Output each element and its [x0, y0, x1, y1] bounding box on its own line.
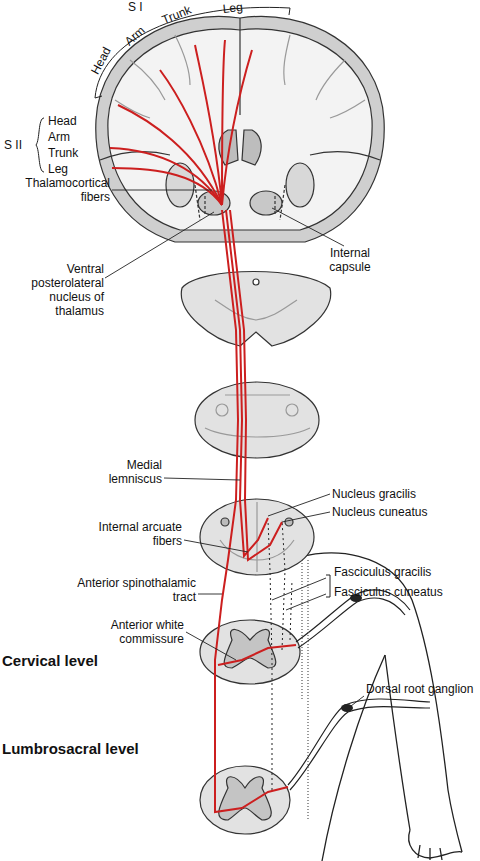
- leader-line: [198, 594, 222, 595]
- structure-label: Anterior white commissure: [56, 618, 184, 646]
- leader-line: [184, 540, 248, 552]
- brain-section: [166, 163, 194, 207]
- leader-line: [286, 594, 326, 610]
- structure-label: Dorsal root ganglion: [366, 682, 476, 696]
- leader-line: [282, 512, 330, 522]
- structure-label: S II: [4, 138, 34, 152]
- structure-label: Nucleus cuneatus: [332, 505, 472, 519]
- body-outline: [385, 655, 410, 830]
- midbrain-section: [181, 272, 330, 347]
- leader-line: [105, 212, 214, 278]
- leader-line: [112, 190, 212, 191]
- sensory-tract: [110, 40, 296, 812]
- midbrain-section: [181, 272, 330, 347]
- bracket: [95, 8, 290, 98]
- peripheral-nerve: [288, 699, 430, 785]
- brain-section: [250, 191, 282, 215]
- structure-label: Arm: [48, 130, 98, 144]
- pons-section: [195, 382, 319, 458]
- structure-label: Leg: [222, 0, 263, 16]
- leader-line: [268, 494, 330, 516]
- structure-label: S I: [128, 0, 158, 14]
- structure-label: Fasciculus cuneatus: [334, 585, 474, 599]
- sensory-tract: [230, 210, 282, 560]
- bracket: [326, 575, 330, 597]
- peripheral-nerve: [290, 707, 430, 790]
- structure-label: Ventral posterolateral nucleus of thalam…: [4, 262, 104, 318]
- sensory-tract: [215, 210, 288, 812]
- pons-section: [286, 404, 298, 416]
- sensory-tract: [226, 210, 268, 556]
- bracket: [36, 118, 44, 172]
- brain-section: [96, 16, 384, 242]
- midbrain-section: [253, 279, 259, 285]
- brain-section: [242, 130, 261, 165]
- peripheral-nerve: [302, 560, 308, 820]
- structure-label: Trunk: [48, 146, 98, 160]
- structure-label: Anterior spinothalamic tract: [56, 576, 196, 604]
- peripheral-nerve: [298, 598, 405, 648]
- pons-section: [216, 404, 228, 416]
- sensory-tract: [112, 168, 222, 205]
- structure-label: Head: [48, 114, 98, 128]
- bracket: [95, 7, 290, 98]
- structure-label: Internal arcuate fibers: [94, 520, 182, 548]
- sensory-tract: [218, 645, 296, 665]
- midbrain-section: [215, 300, 297, 320]
- sensory-tract: [222, 50, 252, 205]
- dorsal-column-path: [268, 520, 292, 790]
- dorsal-column-path: [268, 520, 272, 790]
- body-outline: [418, 845, 442, 860]
- sensory-tract: [195, 45, 222, 205]
- medulla-section: [221, 518, 229, 526]
- lumbosacral-cord-section: [219, 777, 271, 820]
- brain-section: [96, 16, 384, 242]
- brain-section: [286, 163, 314, 207]
- lumbosacral-cord-section: [200, 766, 290, 834]
- dorsal-column-path: [290, 580, 292, 640]
- structure-label: Internal capsule: [310, 246, 390, 274]
- lumbosacral-cord-section: [200, 766, 290, 834]
- leader-line: [351, 696, 364, 706]
- brain-section: [115, 35, 365, 118]
- structure-label: Nucleus gracilis: [332, 487, 472, 501]
- body-outline: [409, 830, 462, 858]
- medulla-section: [285, 518, 293, 526]
- leader-line: [272, 208, 344, 246]
- structure-label: Medial lemniscus: [90, 458, 162, 486]
- leader-line: [164, 478, 240, 480]
- medulla-section: [200, 499, 314, 575]
- pons-section: [205, 395, 310, 437]
- structure-label: Fasciculus gracilis: [334, 565, 474, 579]
- structure-label: Leg: [48, 162, 98, 176]
- dorsal-column-path: [282, 520, 285, 650]
- dorsal-root-ganglion: [341, 704, 353, 712]
- structure-label: Thalamocortical fibers: [2, 176, 110, 204]
- level-heading: Cervical level: [2, 652, 142, 669]
- leader-line: [186, 632, 236, 660]
- medulla-section: [200, 499, 314, 575]
- leader-line: [272, 578, 326, 600]
- level-heading: Lumbrosacral level: [2, 740, 162, 757]
- dorsal-root-ganglion: [341, 594, 362, 712]
- pons-section: [195, 382, 319, 458]
